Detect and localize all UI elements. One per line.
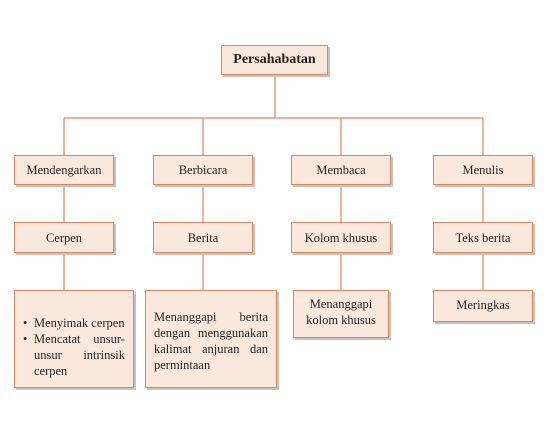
- genre-label: Berita: [187, 230, 219, 245]
- root-node: Persahabatan: [221, 45, 328, 75]
- activity-node-menulis: Meringkas: [433, 290, 533, 322]
- genre-node-cerpen: Cerpen: [14, 222, 114, 253]
- activity-text: Menanggapi kolom khusus: [306, 297, 376, 327]
- skill-node-berbicara: Berbicara: [153, 155, 253, 185]
- skill-node-membaca: Membaca: [291, 155, 391, 185]
- root-label: Persahabatan: [233, 52, 316, 67]
- genre-label: Cerpen: [45, 230, 83, 245]
- activity-node-mendengarkan: Menyimak cerpen Mencatat unsur-unsur int…: [14, 290, 134, 388]
- activity-item: Menyimak cerpen: [23, 315, 125, 331]
- skill-label: Berbicara: [178, 163, 228, 177]
- activity-text: Meringkas: [456, 298, 510, 312]
- activity-list: Menyimak cerpen Mencatat unsur-unsur int…: [23, 315, 125, 379]
- skill-label: Mendengarkan: [26, 163, 102, 177]
- genre-node-berita: Berita: [153, 222, 253, 253]
- genre-label: Teks berita: [455, 230, 511, 245]
- skill-label: Menulis: [462, 163, 504, 177]
- activity-node-berbicara: Menanggapi berita dengan menggunakan kal…: [145, 290, 277, 388]
- genre-node-kolom-khusus: Kolom khusus: [291, 222, 391, 253]
- skill-node-menulis: Menulis: [433, 155, 533, 185]
- skill-label: Membaca: [316, 163, 366, 177]
- skill-node-mendengarkan: Mendengarkan: [14, 155, 114, 185]
- activity-node-membaca: Menanggapi kolom khusus: [293, 290, 389, 338]
- activity-text: Menanggapi berita dengan menggunakan kal…: [154, 310, 268, 372]
- genre-node-teks-berita: Teks berita: [433, 222, 533, 253]
- genre-label: Kolom khusus: [304, 230, 378, 245]
- activity-item: Mencatat unsur-unsur intrinsik cerpen: [23, 331, 125, 379]
